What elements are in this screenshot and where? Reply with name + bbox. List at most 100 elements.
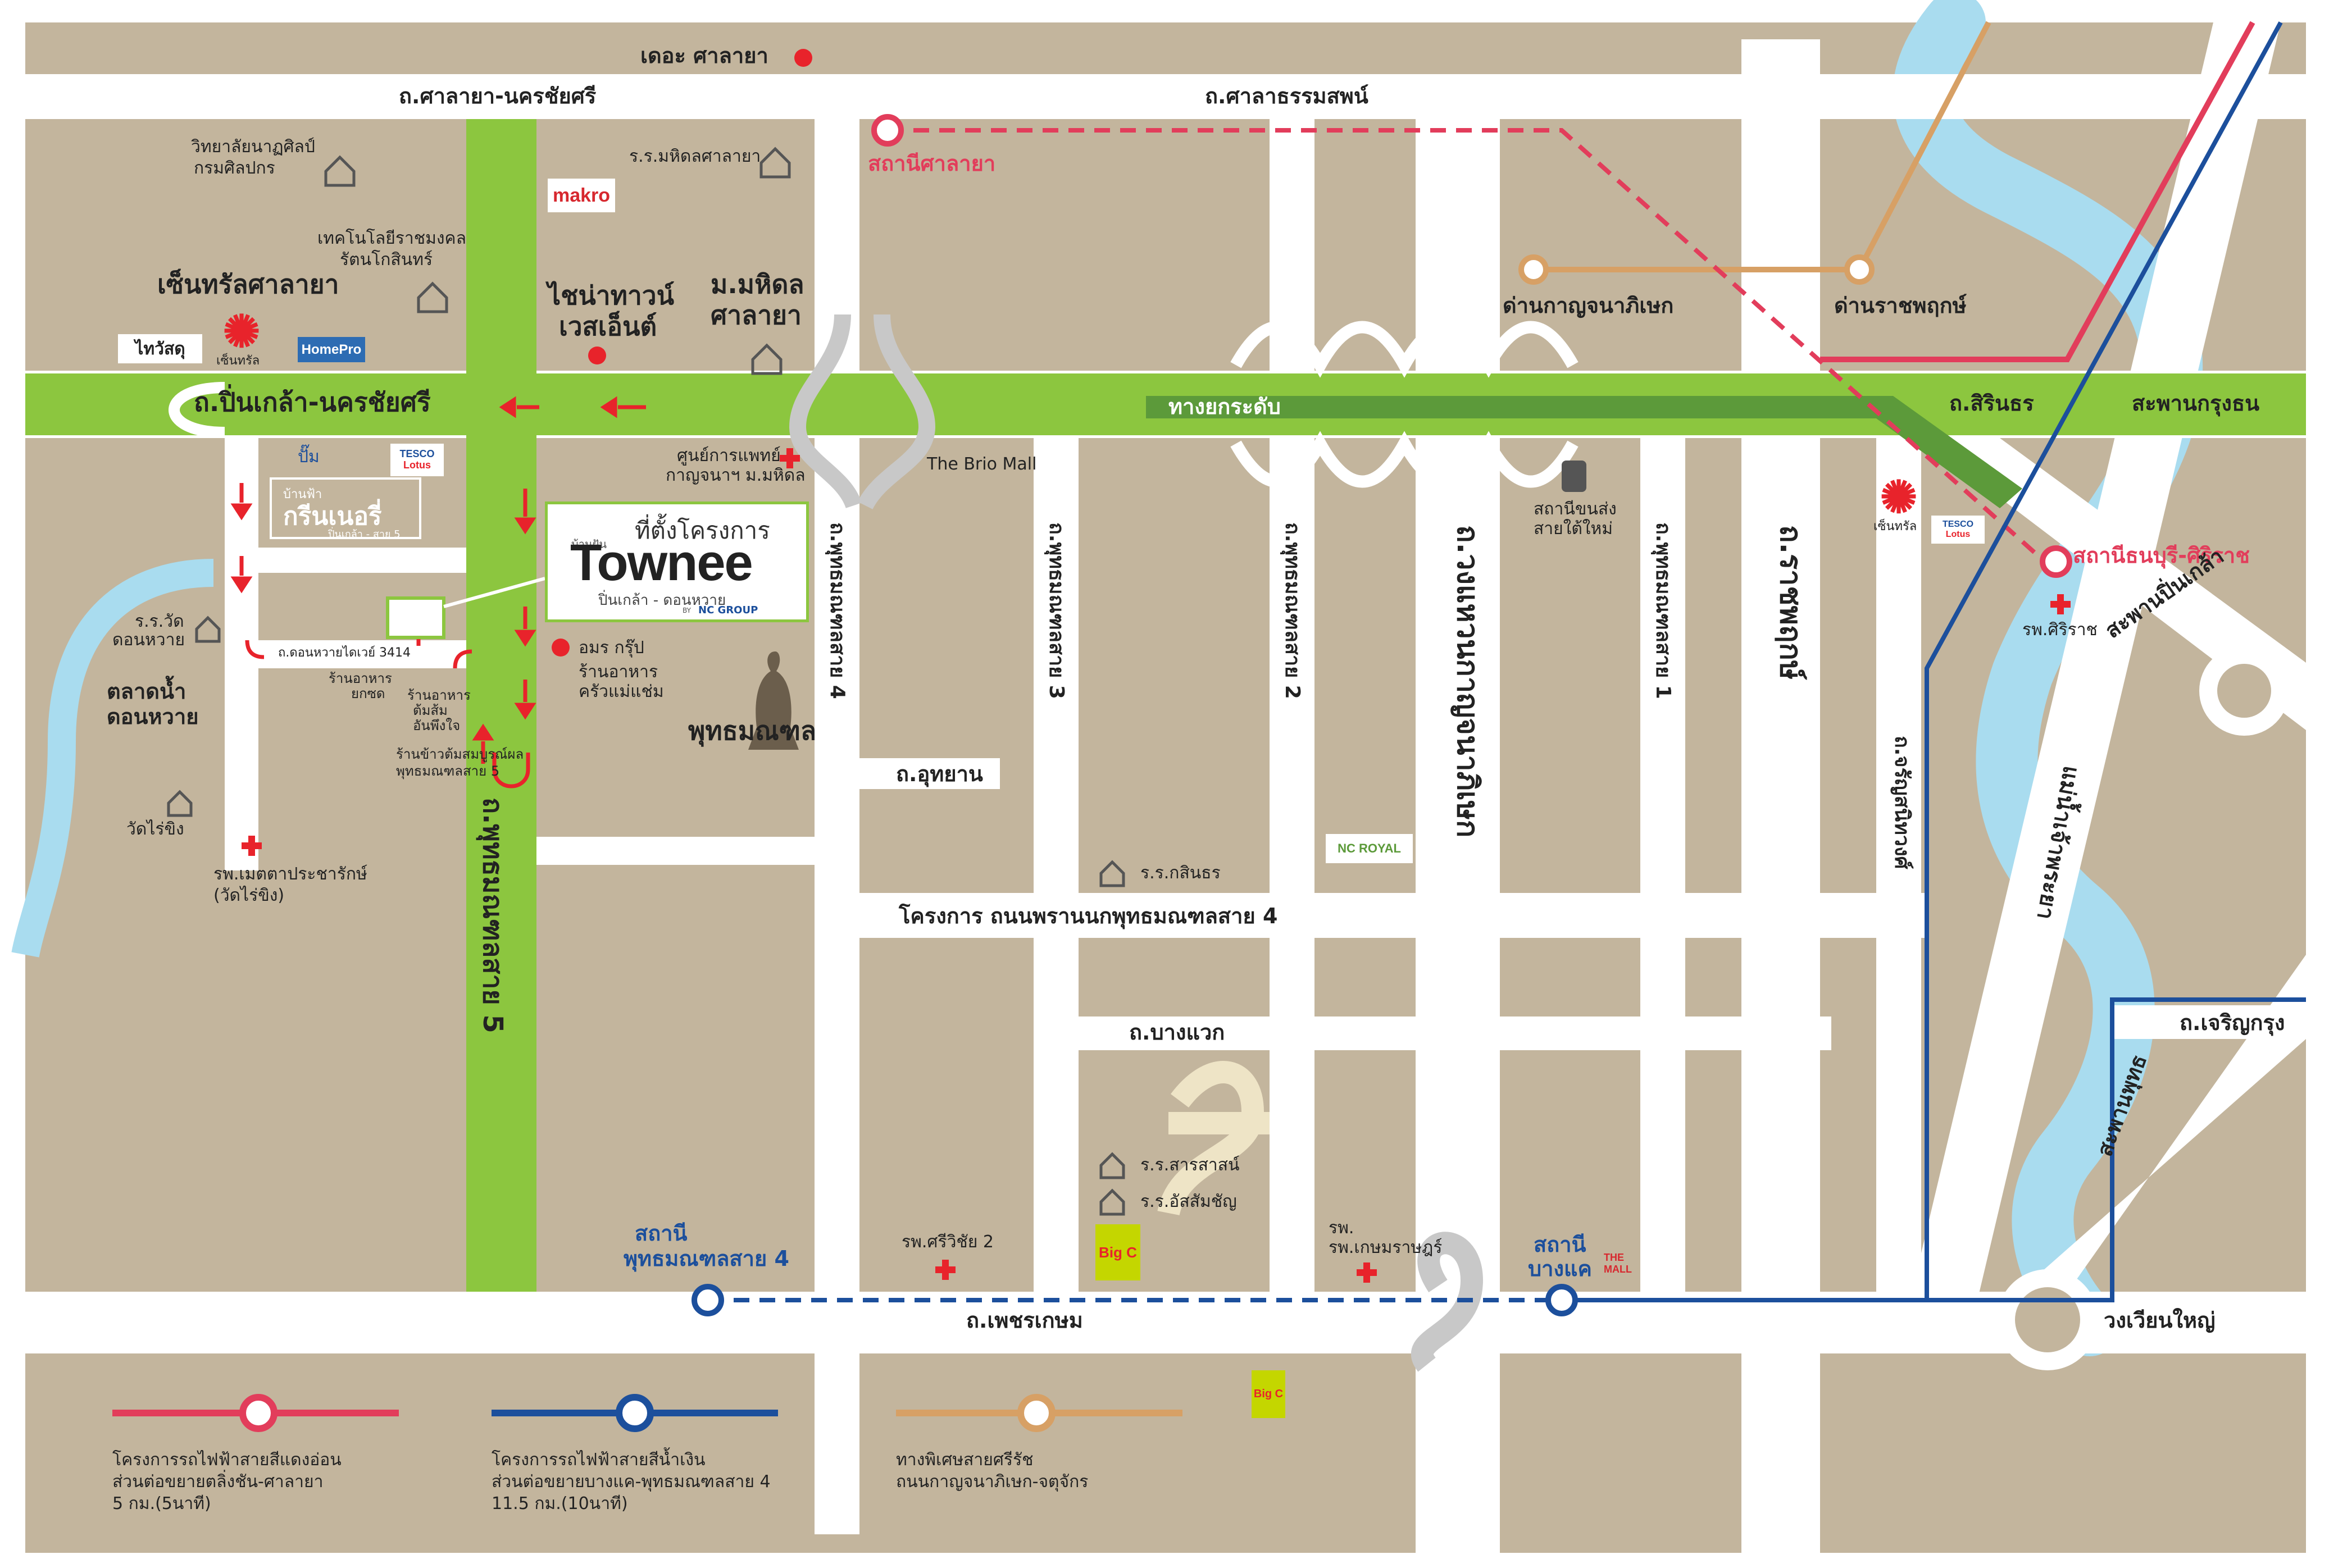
project-title-prefix: บ้านฝัน xyxy=(571,537,607,551)
the-salaya-marker xyxy=(794,49,812,67)
toll-ratchaphruek-label: ด่านราชพฤกษ์ xyxy=(1834,293,1967,318)
road-ratchaphruek-label: ถ.ราชพฤกษ์ xyxy=(1773,525,1807,680)
thai-watsadu-label: ไทวัสดุ xyxy=(135,339,185,358)
station-bangkhae-dot xyxy=(1545,1284,1578,1316)
bangkhae-interchange xyxy=(1411,1232,1484,1372)
road-soi-klong xyxy=(258,548,466,573)
buddhamonthon-label: พุทธมณฑล xyxy=(688,715,817,746)
siriraj-station-label: สถานีธนบุรี-ศิริราช xyxy=(2073,543,2250,568)
road-pinklao-label: ถ.ปิ่นเกล้า-นครชัยศรี xyxy=(194,387,431,417)
road-salathammasop-label: ถ.ศาลาธรรมสพน์ xyxy=(1205,84,1368,108)
greenery-card: บ้านฟ้า กรีนเนอรี่ ปิ่นเกล้า - สาย 5 xyxy=(270,477,421,540)
curve-arrow-1 xyxy=(245,640,265,659)
road-buddha4-label: ถ.พุทธมณฑลสาย 4 xyxy=(826,522,849,699)
central-logo: ✺ xyxy=(222,306,261,357)
thai-watsadu-logo: ไทวัสดุ xyxy=(118,334,202,363)
restaurant-a-label-1: ร้านอาหาร xyxy=(407,687,471,703)
road-elevated-label: ทางยกระดับ xyxy=(1168,394,1281,419)
the-mall-label: THE MALL xyxy=(1604,1252,1632,1275)
buddha-statue-icon xyxy=(748,651,799,750)
curve-arrow-2 xyxy=(453,649,472,669)
pinklao-uturn xyxy=(169,382,225,438)
big-c-logo-2: Big C xyxy=(1252,1370,1285,1418)
road-kanchanaphisek-label: ถ.วงแหวนกาญจนาภิเษก xyxy=(1450,525,1484,838)
tech-label-2: รัตนโกสินทร์ xyxy=(340,250,433,270)
road-sirindhorn-label: ถ.สิรินธร xyxy=(1949,391,2034,416)
tesco-label-1: TESCO xyxy=(399,448,435,460)
legend-blue-dot xyxy=(616,1394,654,1432)
uturn-arrow xyxy=(492,753,530,788)
the-mall-logo: THE MALL xyxy=(1604,1244,1654,1283)
restaurant-a-label-2: ต้มส้ม xyxy=(413,703,448,718)
hospital-kasem-label-1: รพ. xyxy=(1329,1218,1354,1238)
restaurant-yodsod-label-1: ร้านอาหาร xyxy=(329,671,392,686)
bus-label-2: สายใต้ใหม่ xyxy=(1534,519,1613,539)
medical-label-1: ศูนย์การแพทย์ xyxy=(677,446,781,466)
hospital-kasem-icon xyxy=(1357,1262,1377,1283)
hospital-siriraj-icon xyxy=(2050,594,2071,614)
bus-label-1: สถานีขนส่ง xyxy=(1534,499,1617,519)
amorn-group-marker xyxy=(552,639,570,657)
road-wongwian-yai-label: วงเวียนใหญ่ xyxy=(2104,1308,2216,1333)
big-c-label: Big C xyxy=(1099,1243,1137,1261)
wat-rai-khing-label: วัดไร่ขิง xyxy=(126,819,184,839)
makro-label: makro xyxy=(552,184,611,206)
road-krungthon-bridge-label: สะพานกรุงธน xyxy=(2132,391,2260,416)
road-buddha3-label: ถ.พุทธมณฑลสาย 3 xyxy=(1045,522,1068,699)
legend-orange-text: ทางพิเศษสายศรีรัช ถนนกาญจนาภิเษก-จตุจักร xyxy=(896,1450,1089,1492)
chinatown-marker xyxy=(588,347,606,364)
tesco-label-4: Lotus xyxy=(1945,530,1971,539)
restaurant-yodsod-label-2: ยกซด xyxy=(351,686,385,701)
pump-label: ปั๊ม xyxy=(298,447,320,467)
hospital-metta-icon xyxy=(242,836,262,856)
road-salaya-nakhonchaisi-label: ถ.ศาลายา-นครชัยศรี xyxy=(399,84,597,108)
project-card[interactable]: บ้านฝัน ที่ตั้งโครงการ Townee ปิ่นเกล้า … xyxy=(545,502,809,622)
wat-school-label-1: ร.ร.วัด xyxy=(135,612,184,631)
blue-line-existing xyxy=(1562,997,2306,1302)
restaurant-a-label-3: อันพึงใจ xyxy=(413,718,461,733)
station-buddha4-dot xyxy=(692,1284,724,1316)
toll-ratchaphruek-dot xyxy=(1844,254,1875,285)
road-buddha2 xyxy=(1270,119,1314,1292)
school-icon xyxy=(167,147,1125,1216)
hospital-kasem-label: รพ.เกษมราษฎร์ xyxy=(1329,1238,1443,1257)
mahidol-school-label: ร.ร.มหิดลศาลายา xyxy=(629,147,761,166)
central-label: เซ็นทรัล xyxy=(216,354,260,368)
kanchanaphisek-weave xyxy=(1230,321,1579,378)
blue-line-north xyxy=(1925,21,2283,1300)
interchange-loop xyxy=(789,314,862,509)
project-brand-name: Townee xyxy=(570,534,753,591)
station-buddha4-label-1: สถานี xyxy=(635,1221,688,1246)
restaurant-c-label-2: ครัวแม่แช่ม xyxy=(579,682,664,701)
market-label-1: ตลาดน้ำ xyxy=(107,679,186,704)
tech-label-1: เทคโนโลยีราชมงคล xyxy=(317,229,466,248)
central-salaya-label: เซ็นทรัลศาลายา xyxy=(157,269,339,299)
college-label-2: กรมศิลปกร xyxy=(194,158,275,178)
legend-pink-text: โครงการรถไฟฟ้าสายสีแดงอ่อน ส่วนต่อขยายตล… xyxy=(112,1450,342,1514)
station-siriraj-dot xyxy=(2040,545,2072,578)
the-salaya-label: เดอะ ศาลายา xyxy=(640,43,768,68)
road-charansanitwong xyxy=(1876,438,1921,1292)
nc-royal-label: NC ROYAL xyxy=(1338,841,1401,855)
tesco-label-2: Lotus xyxy=(403,459,431,471)
school-kasin-label: ร.ร.กสินธร xyxy=(1140,863,1221,883)
road-ratchaphruek xyxy=(1741,39,1820,1556)
road-uthayan-label: ถ.อุทยาน xyxy=(896,762,983,786)
project-title: ที่ตั้งโครงการ xyxy=(635,517,770,544)
road-salaya-nakhonchaisi xyxy=(25,74,2306,119)
big-c-label-2: Big C xyxy=(1253,1388,1284,1400)
central-logo-2: ✺ xyxy=(1880,472,1918,522)
road-buddha3 xyxy=(1034,438,1079,1292)
college-label-1: วิทยาลัยนาฏศิลป์ xyxy=(191,137,315,157)
hospital-sriwichai-icon xyxy=(935,1260,956,1280)
chinatown-label-2: เวสเอ็นต์ xyxy=(559,311,657,341)
road-buddha1-label: ถ.พุทธมณฑลสาย 1 xyxy=(1652,522,1675,699)
roundabout-pinklao-inner xyxy=(2217,664,2271,718)
hospital-sriwichai-label: รพ.ศรีวิชัย 2 xyxy=(902,1232,994,1252)
road-charansanitwong-label: ถ.จรัญสนิทวงศ์ xyxy=(1890,736,1913,869)
road-buddha5-label: ถ.พุทธมณฑลสาย 5 xyxy=(477,797,508,1033)
hospital-metta-label-1: รพ.เมตตาประชารักษ์ xyxy=(213,864,367,884)
restaurant-b-label-1: ร้านข้าวต้มสมบูรณ์ผล xyxy=(396,746,524,762)
